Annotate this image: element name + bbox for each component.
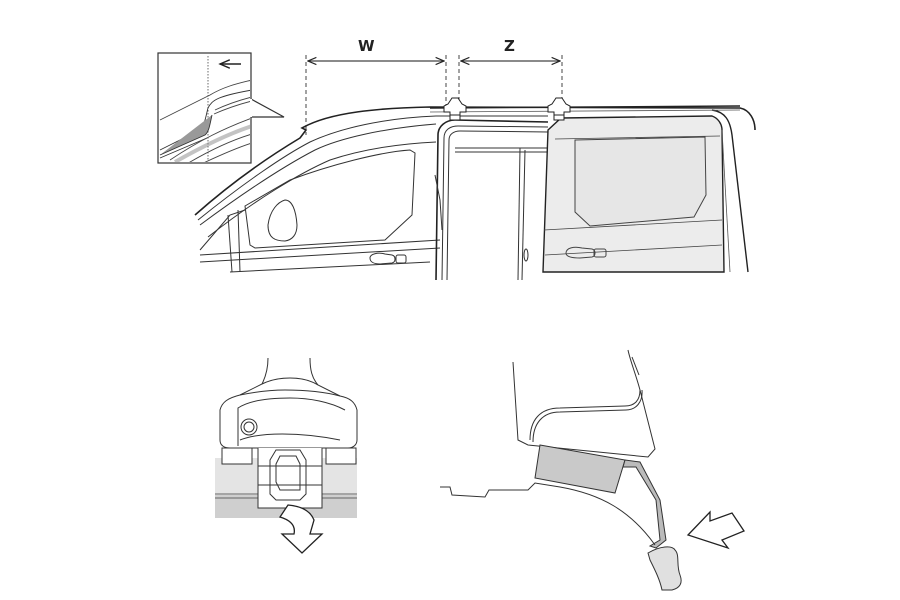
- curved-arrow-down-icon: [278, 504, 324, 554]
- van-side-view: [194, 106, 756, 281]
- foot-front-view: [215, 357, 358, 554]
- roof-rack-foot-rear: [547, 97, 571, 121]
- dimension-lines: [305, 55, 563, 135]
- sliding-door: [542, 109, 749, 273]
- foot-side-view: [440, 349, 745, 591]
- dimension-label-w: W: [358, 37, 375, 55]
- detail-inset: [157, 52, 285, 164]
- roof-rack-foot-front: [443, 97, 467, 121]
- arrow-inward-icon: [686, 510, 745, 550]
- roof-rail: [429, 105, 741, 113]
- dimension-label-z: Z: [504, 37, 515, 55]
